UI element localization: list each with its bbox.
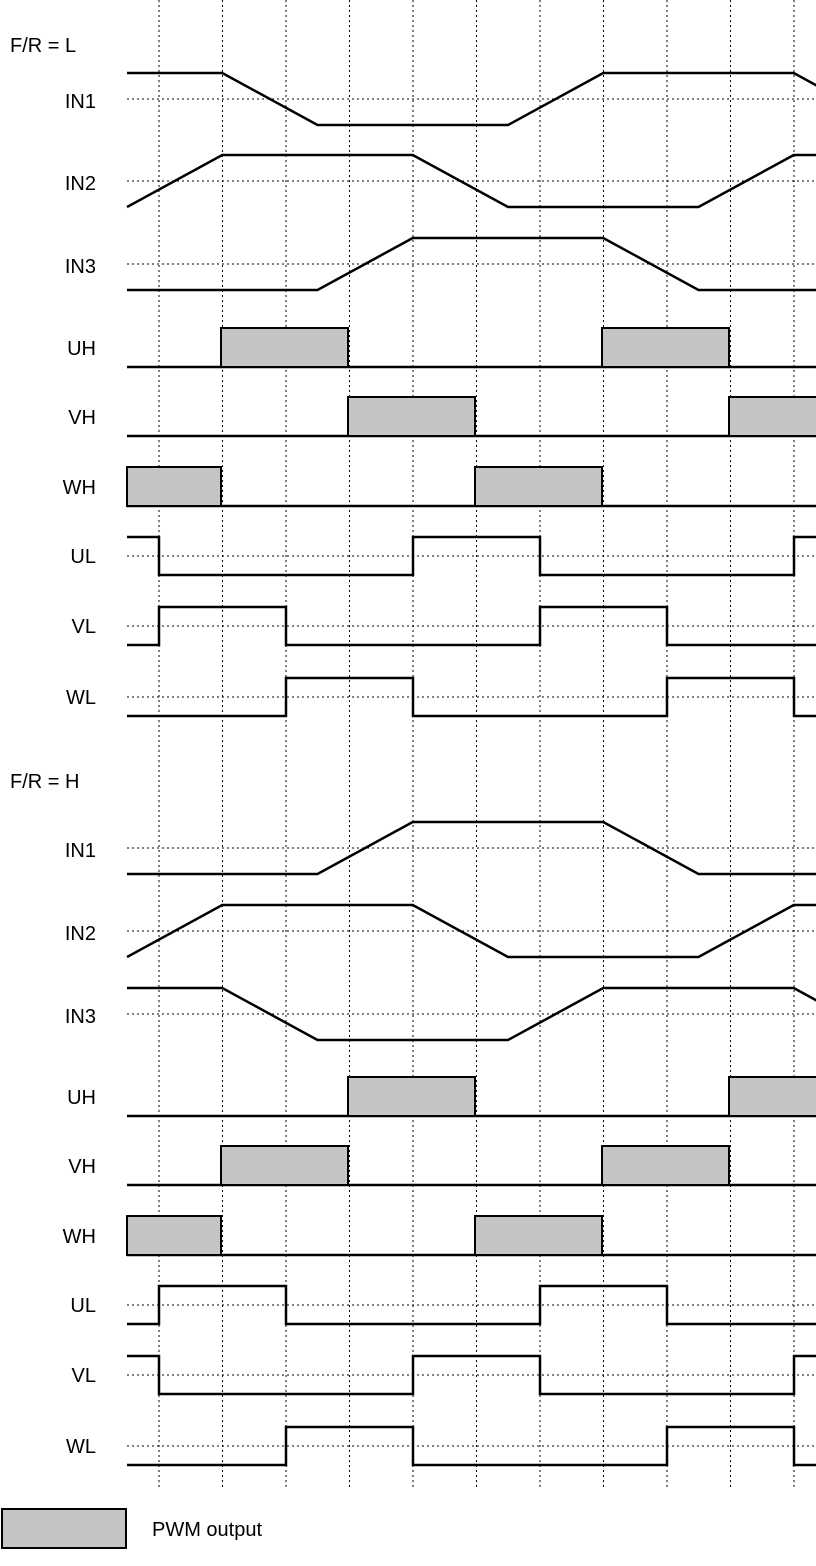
pwm-pulse-vh-fr-low <box>728 396 816 437</box>
pwm-pulse-uh-fr-high <box>728 1076 816 1117</box>
signal-label-in1-fr-high: IN1 <box>65 840 96 862</box>
waveform-in2-fr-low <box>126 153 816 209</box>
section-title-fr-high: F/R = H <box>10 771 79 793</box>
signal-label-in2-fr-high: IN2 <box>65 923 96 945</box>
waveform-wl-fr-high <box>127 1425 816 1467</box>
pwm-pulse-uh-fr-high <box>347 1076 476 1117</box>
signal-label-vh-fr-high: VH <box>68 1156 96 1178</box>
waveform-vl-fr-high <box>127 1354 816 1396</box>
signal-label-in1-fr-low: IN1 <box>65 91 96 113</box>
waveform-in1-fr-high <box>127 820 816 876</box>
waveform-in1-fr-low <box>127 71 816 127</box>
signal-label-ul-fr-low: UL <box>70 546 96 568</box>
signal-label-in3-fr-low: IN3 <box>65 256 96 278</box>
signal-label-in3-fr-high: IN3 <box>65 1006 96 1028</box>
waveform-in3-fr-low <box>127 236 816 292</box>
waveform-in3-fr-high <box>127 986 816 1042</box>
pwm-pulse-wh-fr-high <box>474 1215 603 1256</box>
signal-label-wl-fr-high: WL <box>66 1436 96 1458</box>
waveform-wl-fr-low <box>127 676 816 718</box>
grid-lines <box>127 0 816 1490</box>
signal-labels: IN1IN2IN3UHVHWHULVLWLIN1IN2IN3UHVHWHULVL… <box>63 91 96 1458</box>
signal-label-wh-fr-low: WH <box>63 477 96 499</box>
signal-label-wl-fr-low: WL <box>66 687 96 709</box>
pwm-pulse-uh-fr-low <box>220 327 349 368</box>
signal-label-uh-fr-high: UH <box>67 1087 96 1109</box>
legend-swatch <box>1 1508 127 1549</box>
pwm-pulse-wh-fr-low <box>474 466 603 507</box>
signal-label-wh-fr-high: WH <box>63 1226 96 1248</box>
waveform-ul-fr-high <box>127 1284 816 1326</box>
signal-label-vl-fr-high: VL <box>72 1365 96 1387</box>
waveform-ul-fr-low <box>127 535 816 577</box>
pwm-pulse-vh-fr-high <box>220 1145 349 1186</box>
waveform-vl-fr-low <box>127 605 816 647</box>
signal-label-ul-fr-high: UL <box>70 1295 96 1317</box>
section-title-fr-low: F/R = L <box>10 35 76 57</box>
signal-waveforms <box>126 71 816 1467</box>
pwm-pulse-vh-fr-high <box>601 1145 730 1186</box>
pwm-pulse-vh-fr-low <box>347 396 476 437</box>
signal-label-vl-fr-low: VL <box>72 616 96 638</box>
pwm-pulse-wh-fr-high <box>126 1215 222 1256</box>
waveform-in2-fr-high <box>126 903 816 959</box>
signal-label-vh-fr-low: VH <box>68 407 96 429</box>
pwm-pulse-wh-fr-low <box>126 466 222 507</box>
signal-label-uh-fr-low: UH <box>67 338 96 360</box>
legend-label: PWM output <box>152 1519 262 1541</box>
pwm-pulse-uh-fr-low <box>601 327 730 368</box>
signal-label-in2-fr-low: IN2 <box>65 173 96 195</box>
